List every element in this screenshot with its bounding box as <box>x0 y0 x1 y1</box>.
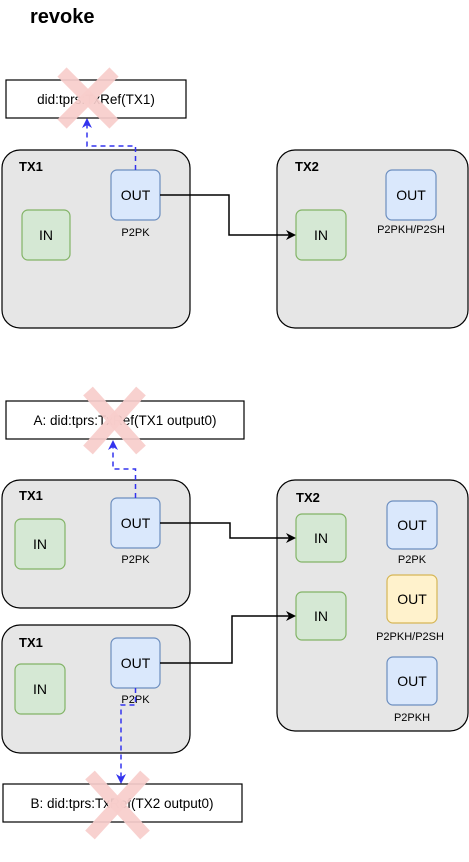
bottom-tx2-out1-type: P2PK <box>398 554 427 566</box>
bottom-tx1a-label: TX1 <box>19 488 43 503</box>
bottom-ref-a-revoke-cross <box>83 386 146 455</box>
top-tx2-out-label: OUT <box>396 187 426 203</box>
bottom-tx1b-label: TX1 <box>19 635 43 650</box>
top-tx2-out-type: P2PKH/P2SH <box>377 224 445 236</box>
bottom-tx2-out2-box <box>386 574 438 624</box>
bottom-tx2-out2-label: OUT <box>397 591 427 607</box>
bottom-tx1b-in-box <box>14 663 66 715</box>
bottom-ref-a-label: A: did:tprs:TxRef(TX1 output0) <box>33 413 216 428</box>
top-ref-dashed-arrow <box>82 118 137 170</box>
bottom-spend-arrow-b <box>160 611 296 664</box>
bottom-tx2-out1-label: OUT <box>397 517 427 533</box>
bottom-tx1a-in-box <box>14 518 66 570</box>
bottom-tx2-out1-box <box>386 500 438 550</box>
bottom-tx1a-out-type: P2PK <box>121 554 150 566</box>
top-tx2-in-box <box>295 209 347 261</box>
bottom-tx1a-in-label: IN <box>33 536 47 552</box>
bottom-tx2-out3-type: P2PKH <box>394 712 430 724</box>
top-tx1-in-label: IN <box>39 227 53 243</box>
bottom-tx2-out2-type: P2PKH/P2SH <box>376 631 444 643</box>
top-tx2-label: TX2 <box>295 159 319 174</box>
top-tx1-out-type: P2PK <box>121 227 150 239</box>
top-tx2-out-box <box>385 169 437 221</box>
top-tx2-in-label: IN <box>314 227 328 243</box>
bottom-ref-a-dashed-arrow <box>108 440 137 498</box>
top-spend-arrow <box>160 194 296 240</box>
top-revoke-cross <box>57 67 119 129</box>
bottom-tx1b-in-label: IN <box>33 681 47 697</box>
top-tx1-label: TX1 <box>19 159 43 174</box>
bottom-tx2-out3-label: OUT <box>397 673 427 689</box>
bottom-ref-b-revoke-cross <box>85 770 150 840</box>
bottom-tx2-out3-box <box>386 656 438 706</box>
bottom-tx2-in1-box <box>295 513 347 563</box>
bottom-tx1a-out-label: OUT <box>121 515 151 531</box>
top-tx1-out-label: OUT <box>121 187 151 203</box>
bottom-spend-arrow-a <box>160 522 296 543</box>
bottom-tx1b-out-label: OUT <box>121 655 151 671</box>
bottom-tx2-in2-box <box>295 591 347 641</box>
top-tx1-in-box <box>21 209 71 261</box>
bottom-tx2-in1-label: IN <box>314 530 328 546</box>
bottom-tx2-label: TX2 <box>296 490 320 505</box>
bottom-tx2-in2-label: IN <box>314 608 328 624</box>
diagram-title: revoke <box>30 6 95 28</box>
